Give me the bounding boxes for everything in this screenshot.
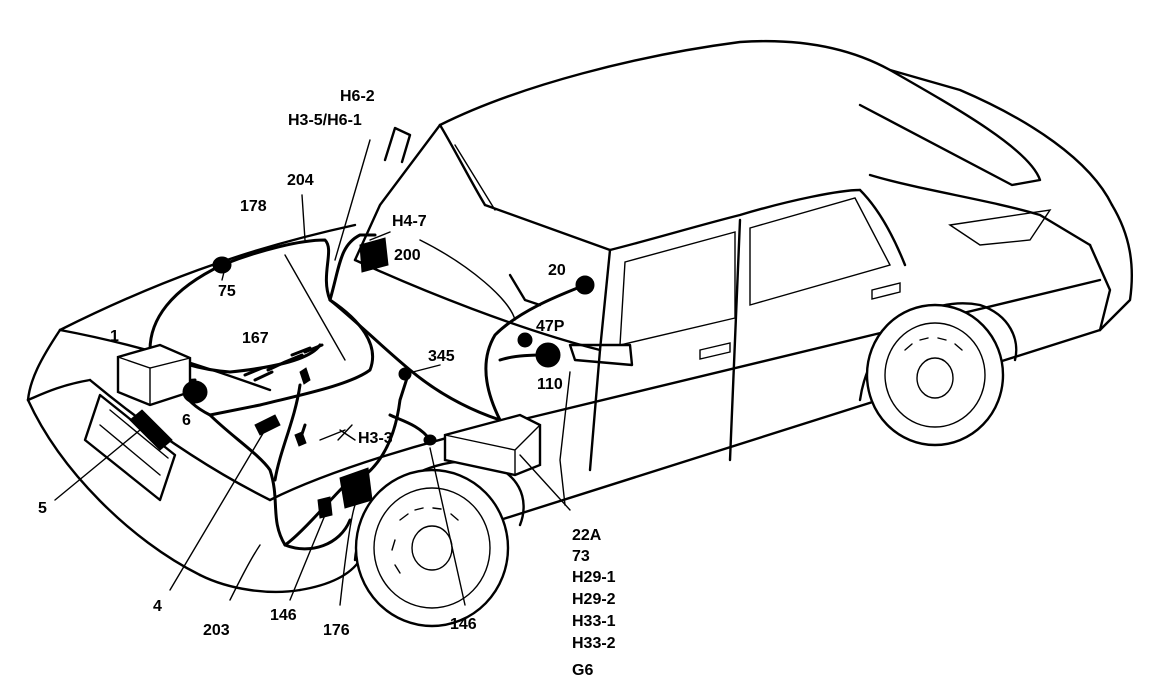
label-203: 203 [203,622,230,639]
battery [116,343,192,407]
connector-110 [535,342,561,368]
label-20: 20 [548,262,566,279]
connector-75 [212,256,232,274]
label-5: 5 [38,500,47,517]
connector-h3-3 [423,434,437,446]
rear-wheel [865,303,1005,447]
label-1: 1 [110,328,119,345]
label-110: 110 [537,376,563,393]
label-75: 75 [218,283,236,300]
label-22a: 22A [572,527,602,544]
connector-20 [575,275,595,295]
label-167: 167 [242,330,269,347]
label-204: 204 [287,172,314,189]
label-6: 6 [182,412,191,429]
label-h33-2: H33-2 [572,635,616,652]
fuse-box [443,413,542,477]
front-wheel [354,468,510,628]
label-h33-1: H33-1 [572,613,616,630]
component-4 [254,414,281,436]
car-body [26,39,1133,594]
label-73: 73 [572,548,590,565]
label-146-right: 146 [450,616,477,633]
connector-47p [517,332,533,348]
component-5 [129,409,173,451]
label-178: 178 [240,198,267,215]
leader-lines [54,139,571,606]
connector-6 [182,380,208,404]
components [116,237,595,519]
label-200: 200 [394,247,421,264]
label-47p: 47P [536,318,565,335]
label-345: 345 [428,348,455,365]
label-176: 176 [323,622,350,639]
wiring-harness [148,233,587,551]
label-h6-2: H6-2 [340,88,375,105]
component-146 [317,496,333,519]
label-g6: G6 [572,662,594,679]
label-146-left: 146 [270,607,297,624]
label-h29-2: H29-2 [572,591,616,608]
module-200 [359,237,389,273]
relay-176 [339,467,373,509]
label-h3-5-h6-1: H3-5/H6-1 [288,112,362,129]
label-h29-1: H29-1 [572,569,616,586]
label-h3-3: H3-3 [358,430,393,447]
label-h4-7: H4-7 [392,213,427,230]
label-4: 4 [153,598,162,615]
component-167 [243,343,324,382]
